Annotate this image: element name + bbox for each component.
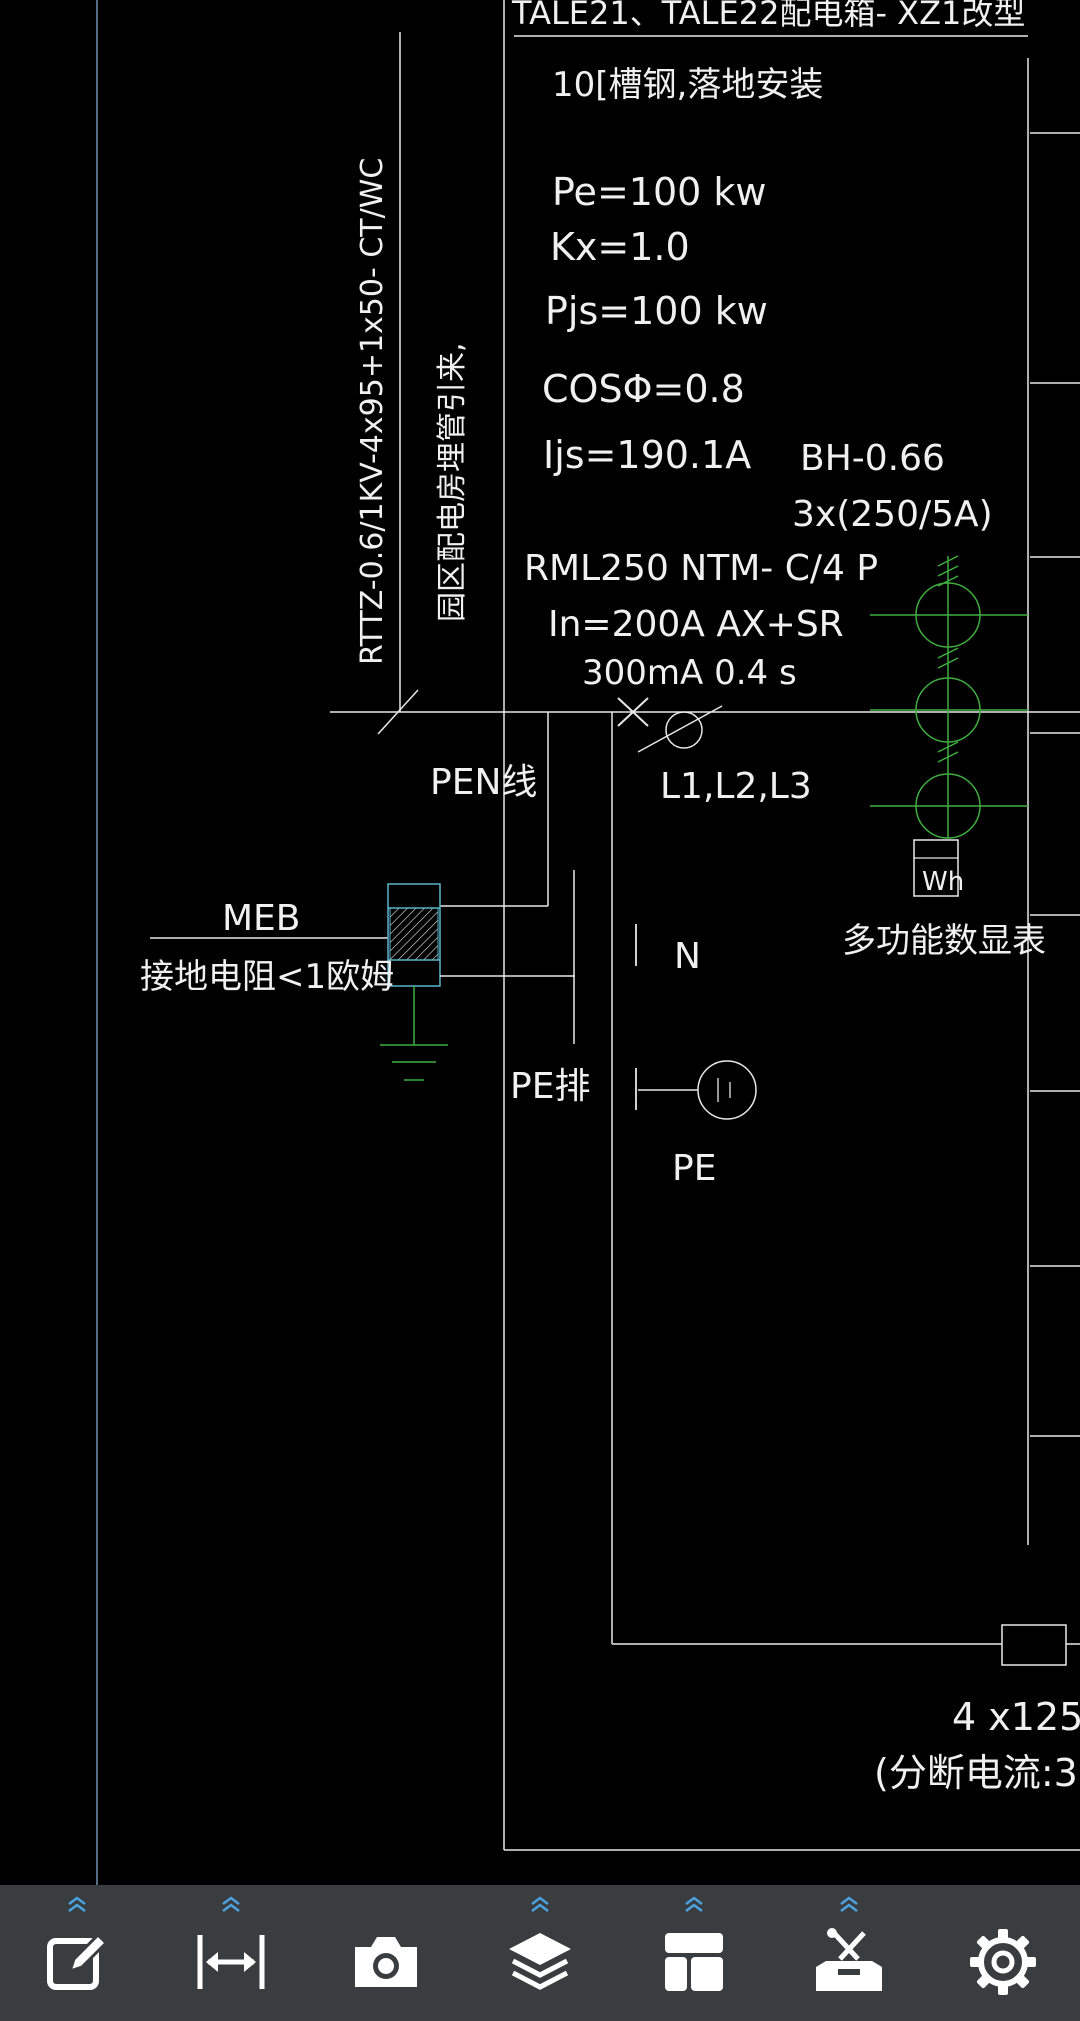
camera-icon — [354, 1937, 417, 1987]
tools-box-icon — [815, 1928, 882, 1991]
expand-arrow-icon[interactable] — [838, 1895, 860, 1913]
drawing-title: TALE21、TALE22配电箱- XZ1改型 — [511, 0, 1025, 32]
pjs-value: Pjs=100 kw — [545, 289, 768, 333]
pe-label: PE — [672, 1148, 716, 1189]
layers-icon — [508, 1933, 571, 1990]
ct-model: BH-0.66 — [800, 438, 945, 479]
kx-value: Kx=1.0 — [550, 225, 690, 269]
edit-note-icon — [47, 1932, 109, 1990]
breaker-rating: In=200A AX+SR — [548, 604, 844, 645]
schematic-drawing: TALE21、TALE22配电箱- XZ1改型 10[槽钢,落地安装 Pe=10… — [96, 0, 1080, 1885]
meter-symbol: Wh — [922, 867, 964, 897]
settings-button[interactable] — [943, 1885, 1063, 2021]
cable-spec: RTTZ-0.6/1KV-4x95+1x50- CT/WC — [355, 158, 390, 665]
pe-ground-symbol — [697, 1060, 757, 1120]
ijs-value: Ijs=190.1A — [543, 433, 751, 477]
pen-label: PEN线 — [430, 762, 537, 803]
settings-gear-icon — [969, 1929, 1036, 1995]
expand-arrow-icon[interactable] — [529, 1895, 551, 1913]
ct-ratio: 3x(250/5A) — [792, 494, 993, 535]
tools-button[interactable] — [789, 1885, 909, 2021]
mount-note: 10[槽钢,落地安装 — [552, 65, 823, 105]
expand-arrow-icon[interactable] — [220, 1895, 242, 1913]
layout-icon — [665, 1933, 724, 1991]
fuse-symbol — [1001, 1624, 1067, 1666]
breaker-rcd: 300mA 0.4 s — [582, 653, 797, 693]
meb-label: MEB — [222, 898, 301, 939]
cable-slash-mark — [377, 689, 419, 735]
phases-label: L1,L2,L3 — [660, 766, 812, 807]
cad-drawing-canvas[interactable]: TALE21、TALE22配电箱- XZ1改型 10[槽钢,落地安装 Pe=10… — [0, 0, 1080, 1885]
cable-note: 园区配电房埋管引来, — [435, 342, 470, 622]
ground-resistance-note: 接地电阻<1欧姆 — [140, 957, 394, 997]
earth-symbol — [380, 986, 448, 1081]
layout-button[interactable] — [634, 1885, 754, 2021]
expand-arrow-icon[interactable] — [683, 1895, 705, 1913]
edit-button[interactable] — [17, 1885, 137, 2021]
expand-arrow-icon[interactable] — [66, 1895, 88, 1913]
pe-value: Pe=100 kw — [552, 170, 766, 214]
breaking-current: (分断电流:35 KA — [874, 1751, 1080, 1795]
fuse-rating: 4 x125 A — [952, 1695, 1080, 1739]
cos-value: COSΦ=0.8 — [542, 367, 745, 411]
bottom-toolbar — [0, 1885, 1080, 2021]
camera-button[interactable] — [326, 1885, 446, 2021]
wh-meter-box — [913, 839, 959, 897]
layers-button[interactable] — [480, 1885, 600, 2021]
n-label: N — [674, 936, 701, 977]
measure-button[interactable] — [171, 1885, 291, 2021]
pe-bar-label: PE排 — [510, 1066, 590, 1107]
breaker-model: RML250 NTM- C/4 P — [524, 548, 878, 589]
rcd-circle — [665, 711, 703, 749]
current-transformers — [870, 555, 1028, 839]
measure-distance-icon — [197, 1935, 265, 1989]
outgoing-circuit-ticks — [1030, 132, 1080, 1437]
meter-label: 多功能数显表 — [842, 921, 1046, 961]
